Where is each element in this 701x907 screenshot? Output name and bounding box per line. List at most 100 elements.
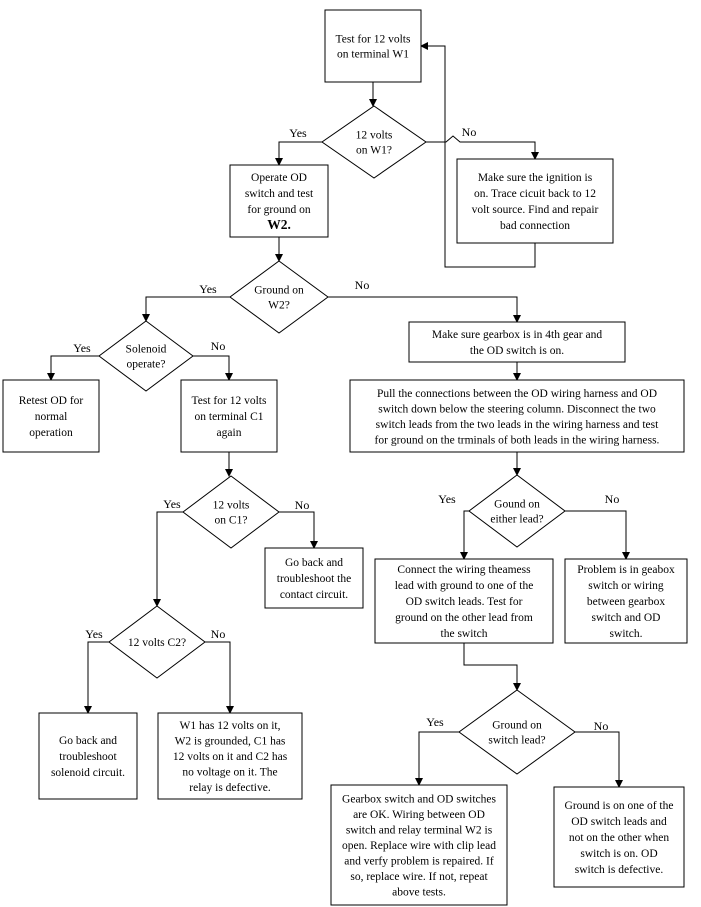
decision-diamond (468, 474, 566, 548)
edge-decw2-yes (142, 296, 230, 322)
node-text-line: no voltage on it. The (182, 767, 277, 779)
node-text-line: ground on the other lead from (395, 612, 533, 624)
edge-decc2-yes (84, 641, 109, 714)
edge-label-sol-no: No (211, 339, 226, 353)
node-text-line: Ground is on one of the (565, 800, 674, 812)
node-text-line: Make sure the ignition is (478, 172, 593, 184)
edge-label-c1-yes: Yes (163, 497, 181, 511)
node-text-line: troubleshoot the (277, 573, 351, 585)
node-text-line: normal (35, 411, 68, 423)
decision-diamond (108, 605, 206, 679)
node-text-line: for ground on (247, 204, 310, 216)
node-text-line: Go back and (285, 557, 343, 569)
decision-diamond (182, 475, 280, 549)
decision-diamond (321, 105, 427, 179)
node-text-line: Gearbox switch and OD switches (342, 794, 496, 806)
node-text-line: and verfy problem is repaired. If (344, 856, 494, 868)
node-test-w1: Test for 12 volts on terminal W1 (324, 9, 422, 83)
node-text-line: 12 volts on it and C2 has (173, 751, 288, 763)
edge-label-either-yes: Yes (438, 492, 456, 506)
process-box (324, 9, 422, 83)
node-text-line: solenoid circuit. (51, 767, 125, 779)
node-text-line: switch lead? (488, 735, 545, 747)
edge-decw1-no (426, 135, 539, 160)
node-dec-c2: 12 volts C2? (108, 605, 206, 679)
process-box (553, 786, 685, 888)
decision-diamond (98, 320, 194, 392)
node-text-line: Test for 12 volts (336, 34, 411, 46)
node-text-line: switch and OD (592, 612, 661, 624)
node-text-line: operation (29, 427, 73, 439)
node-pull-connections: Pull the connections between the OD wiri… (349, 379, 685, 453)
node-text-line: Retest OD for (19, 395, 84, 407)
process-box (157, 712, 303, 800)
node-text-line: bad connection (500, 220, 570, 232)
node-text-line: the OD switch is on. (470, 345, 564, 357)
node-text-line: switch is on. OD (580, 848, 657, 860)
node-text-line: W2 is grounded, C1 has (175, 736, 286, 748)
edge-decc1-yes (153, 511, 183, 607)
decision-diamond (458, 689, 576, 775)
node-switches-ok: Gearbox switch and OD switches are OK. Wi… (330, 784, 508, 906)
node-text-line: between gearbox (587, 596, 665, 608)
node-dec-switch-lead: Ground on switch lead? (458, 689, 576, 775)
node-text-line: Go back and (59, 735, 117, 747)
node-text-line: on W1? (356, 145, 392, 157)
node-text-line: W2? (268, 300, 290, 312)
node-text-line: the switch (441, 628, 488, 640)
node-gearbox-4th: Make sure gearbox is in 4th gear and the … (408, 321, 626, 363)
node-text-line: 12 volts C2? (128, 637, 186, 649)
edge-label-c2-no: No (211, 627, 226, 641)
node-text-line: on C1? (215, 515, 248, 527)
node-text-line: Problem is in geabox (577, 564, 675, 576)
node-text-line: switch and test (245, 188, 314, 200)
node-text-line: OD switch leads. Test for (406, 596, 523, 608)
edge-solenoid-no (193, 355, 233, 381)
node-text-line: on terminal C1 (195, 411, 264, 423)
edge-connect-to-switchlead (463, 643, 521, 691)
node-text-line: contact circuit. (280, 589, 348, 601)
node-text-line: switch leads from the two leads in the w… (376, 419, 659, 431)
node-text-line: switch. (610, 628, 643, 640)
edge-ignition-loop (420, 42, 536, 268)
process-box (2, 379, 100, 453)
edge-solenoid-yes (47, 355, 99, 381)
node-text-line: switch and relay terminal W2 is (346, 825, 493, 837)
edge-label-c2-yes: Yes (85, 627, 103, 641)
edge-label-w1-no: No (462, 125, 477, 139)
edge-label-either-no: No (605, 492, 620, 506)
node-text-line: Make sure gearbox is in 4th gear and (432, 329, 602, 341)
node-text-line: Pull the connections between the OD wiri… (377, 388, 657, 400)
edge-switchlead-yes (415, 731, 459, 786)
node-text-line: Ground on (492, 720, 542, 732)
node-text-line: volt source. Find and repair (472, 204, 599, 216)
node-text-line: 12 volts (356, 130, 393, 142)
process-box (408, 321, 626, 363)
edge-decc1-no (279, 511, 318, 549)
process-box (330, 784, 508, 906)
process-box (564, 558, 688, 644)
node-text-line: are OK. Wiring between OD (353, 809, 485, 821)
node-text-line: not on the other when (569, 832, 670, 844)
node-go-back-contact: Go back and troubleshoot the contact circu… (264, 547, 364, 609)
edge-label-c1-no: No (295, 498, 310, 512)
edge-label-w1-yes: Yes (289, 126, 307, 140)
node-text-line: Ground on (254, 285, 304, 297)
node-text-line: on terminal W1 (337, 49, 409, 61)
process-box (264, 547, 364, 609)
edge-decc2-no (205, 641, 234, 714)
node-text-line: switch is defective. (575, 864, 664, 876)
node-text-line: for ground on the trminals of both leads… (375, 434, 660, 446)
edge-decw2-no (328, 296, 521, 323)
node-text-line: switch down below the steering column. D… (378, 403, 656, 415)
